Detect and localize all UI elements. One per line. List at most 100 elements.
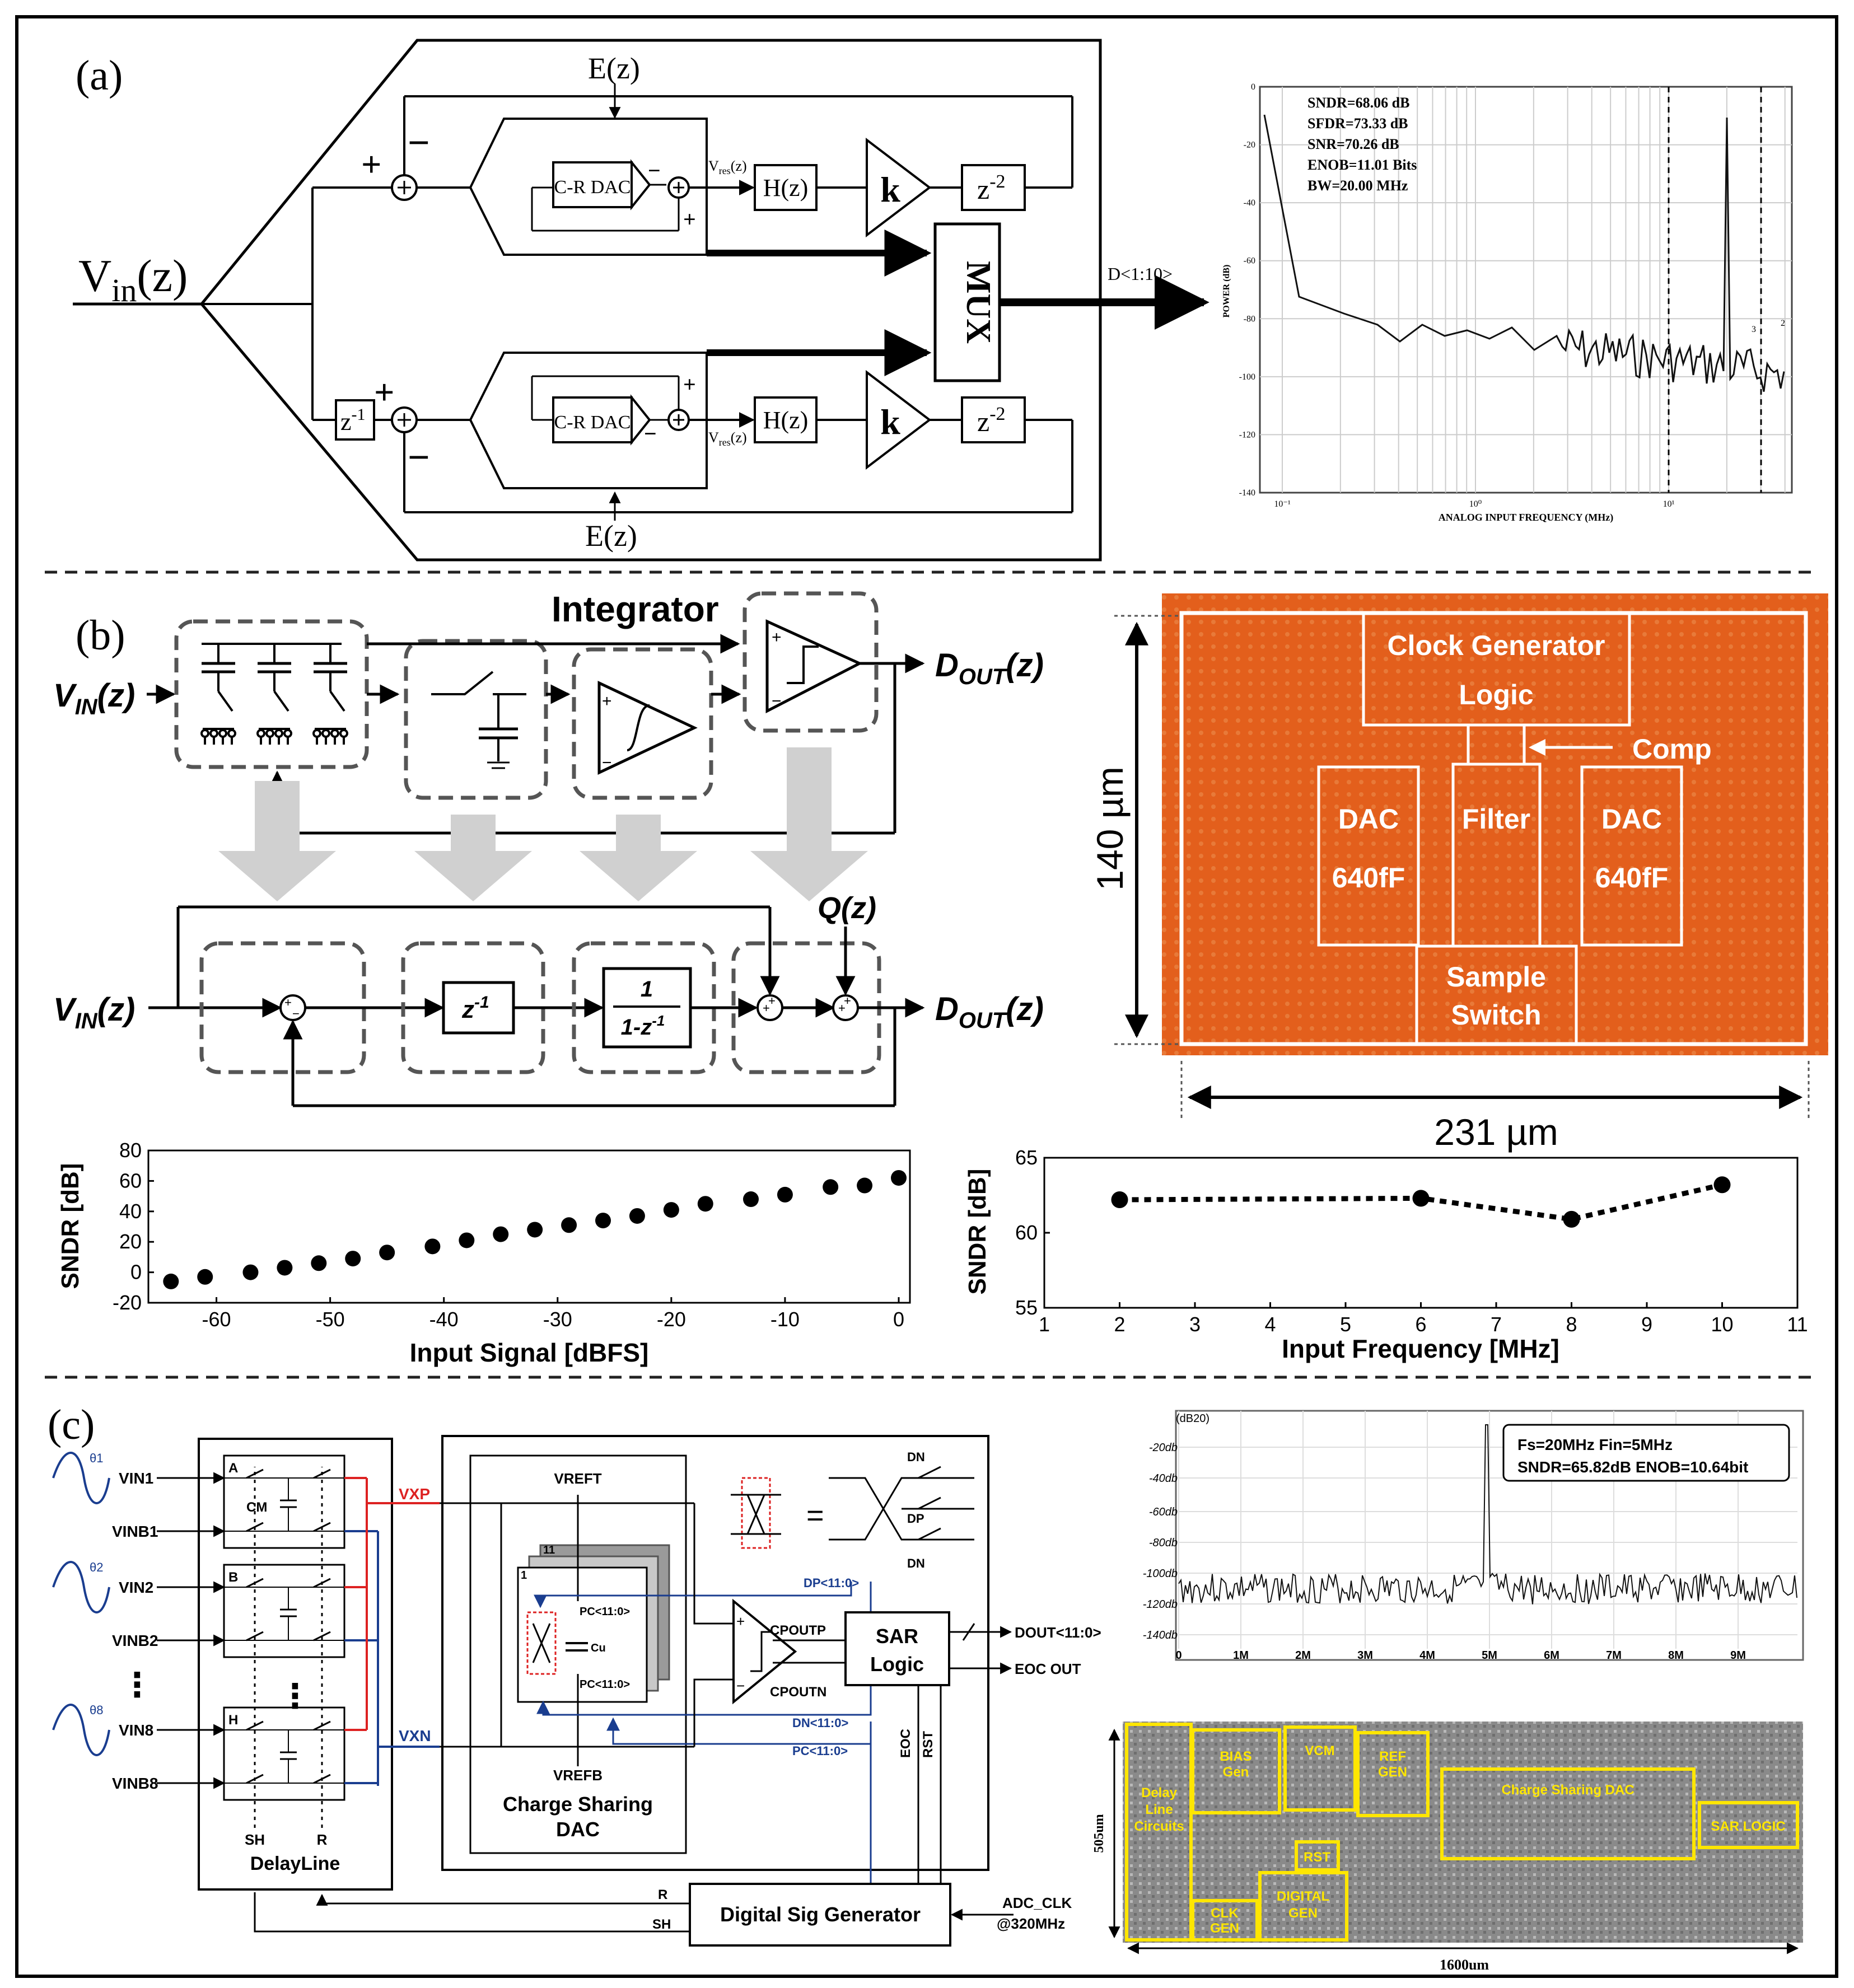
svg-text:+: + [763, 1001, 770, 1015]
vin-top-label: VIN(z) [53, 677, 135, 719]
chart1-ytick-label: -20 [113, 1291, 142, 1314]
svg-text:+: + [683, 207, 696, 232]
die-c-label: Line [1145, 1802, 1173, 1817]
chart1-xtick-label: -30 [543, 1308, 572, 1331]
svg-text:−: − [602, 754, 612, 772]
comparator-amp [765, 619, 863, 714]
svg-text:PC<11:0>: PC<11:0> [580, 1678, 630, 1691]
chart1-point [777, 1186, 793, 1203]
svg-text:DP: DP [907, 1512, 924, 1526]
z-inverse-block [335, 399, 375, 441]
top-gain-k [866, 137, 932, 238]
spectrum-c: (dB20) -20db-40db-60db-80db-100db-120db-… [1143, 1410, 1804, 1662]
svg-text:−: − [644, 421, 657, 446]
spectrum-a-ytick: -20 [1244, 141, 1255, 150]
svg-text:H(z): H(z) [763, 406, 809, 434]
spectrum-a-ytick: 0 [1251, 82, 1255, 92]
adc-core-block [441, 1435, 989, 1871]
delay-cell [223, 1454, 345, 1549]
vin-bottom-label: VIN(z) [53, 991, 135, 1033]
delay-cell [223, 1564, 345, 1658]
svg-text:=: = [806, 1499, 824, 1532]
integrator-block [572, 647, 713, 800]
chart1-point [197, 1269, 213, 1285]
chart2-xtick-label: 8 [1566, 1313, 1577, 1336]
die-c-label: Charge Sharing DAC [1501, 1783, 1634, 1798]
svg-text:SAR: SAR [876, 1625, 918, 1648]
delay-cell-label: B [228, 1570, 238, 1585]
chart1-point [891, 1170, 907, 1186]
chart2-xtick-label: 6 [1415, 1313, 1426, 1336]
svg-text:Comp: Comp [1632, 733, 1712, 765]
chart2-ylabel: SNDR [dB] [964, 1169, 991, 1295]
vin-input-label: VIN2 [119, 1579, 153, 1596]
svg-text:DN: DN [907, 1556, 925, 1570]
chart1-point [595, 1213, 611, 1229]
svg-text:−: − [736, 1677, 745, 1694]
chart1-point [561, 1217, 577, 1233]
chart1-point [424, 1238, 441, 1255]
ez-bottom: E(z) [585, 519, 637, 553]
spectrum-a-xlabel: ANALOG INPUT FREQUENCY (MHz) [1439, 512, 1614, 523]
spectrum-c-ytick: -60db [1149, 1506, 1178, 1518]
chart2-point [1412, 1190, 1430, 1207]
spectrum-c-xtick: 4M [1419, 1649, 1435, 1662]
vinb-input-label: VINB8 [112, 1775, 158, 1792]
svg-text:DelayLine: DelayLine [250, 1853, 340, 1874]
die-c-blocks [1125, 1723, 1799, 1942]
chart2-xtick-label: 2 [1114, 1313, 1125, 1336]
harmonic-label-2: 2 [1781, 319, 1785, 328]
svg-text:640fF: 640fF [1595, 862, 1669, 894]
svg-text:+: + [772, 628, 782, 647]
svg-text:Sample: Sample [1446, 961, 1546, 993]
svg-text:CPOUTP: CPOUTP [770, 1623, 826, 1638]
svg-text:VREFB: VREFB [553, 1767, 603, 1784]
svg-text:Filter: Filter [1462, 803, 1530, 835]
charge-sharing-dac-block [469, 1454, 687, 1854]
delay-cell-label: H [228, 1713, 238, 1728]
die-c-label: BIAS [1220, 1749, 1251, 1764]
svg-text:RST: RST [921, 1731, 936, 1758]
svg-text:PC<11:0>: PC<11:0> [792, 1744, 848, 1758]
svg-text:DAC: DAC [556, 1818, 600, 1841]
chart1-ytick-label: 60 [119, 1169, 142, 1192]
sar-logic-block [844, 1611, 950, 1686]
svg-text:−: − [408, 436, 430, 479]
bottom-hz-block [754, 396, 818, 443]
phase-label: θ8 [90, 1703, 103, 1717]
spectrum-a-ytick: -100 [1239, 372, 1255, 382]
spectrum-c-xtick: 8M [1668, 1649, 1684, 1662]
die-b-sample-switch [1415, 944, 1578, 1046]
sample-switch-block [404, 639, 548, 800]
chart2-marks [1111, 1176, 1731, 1228]
phase-label: θ2 [90, 1560, 103, 1574]
svg-text:DP<11:0>: DP<11:0> [804, 1576, 859, 1590]
svg-text:⋮: ⋮ [120, 1666, 154, 1704]
chart2-xlabel: Input Frequency [MHz] [1282, 1334, 1559, 1363]
die-b-dac-right [1580, 765, 1683, 947]
vinb-input-label: VINB2 [112, 1632, 158, 1649]
qz-label: Q(z) [818, 891, 876, 925]
die-c-label: GEN [1210, 1921, 1239, 1936]
spectrum-a-ytick: -140 [1239, 488, 1255, 498]
dout-top-label: DOUT(z) [935, 647, 1044, 689]
chart2-point [1563, 1210, 1580, 1228]
chart1-ytick-label: 40 [119, 1200, 142, 1223]
spectrum-a-trace [1263, 114, 1785, 392]
svg-text:−: − [772, 692, 782, 710]
svg-text:DAC: DAC [1601, 803, 1662, 835]
vinb-input-label: VINB1 [112, 1523, 158, 1540]
svg-text:+: + [736, 1613, 745, 1630]
spectrum-a-xtick: 10⁻¹ [1274, 499, 1290, 509]
spectrum-c-xtick: 7M [1606, 1649, 1622, 1662]
bottom-gain-k [866, 369, 932, 470]
svg-text:1600um: 1600um [1440, 1957, 1489, 1973]
chart1-xtick-label: -50 [316, 1308, 345, 1331]
svg-text:DN: DN [907, 1450, 925, 1464]
